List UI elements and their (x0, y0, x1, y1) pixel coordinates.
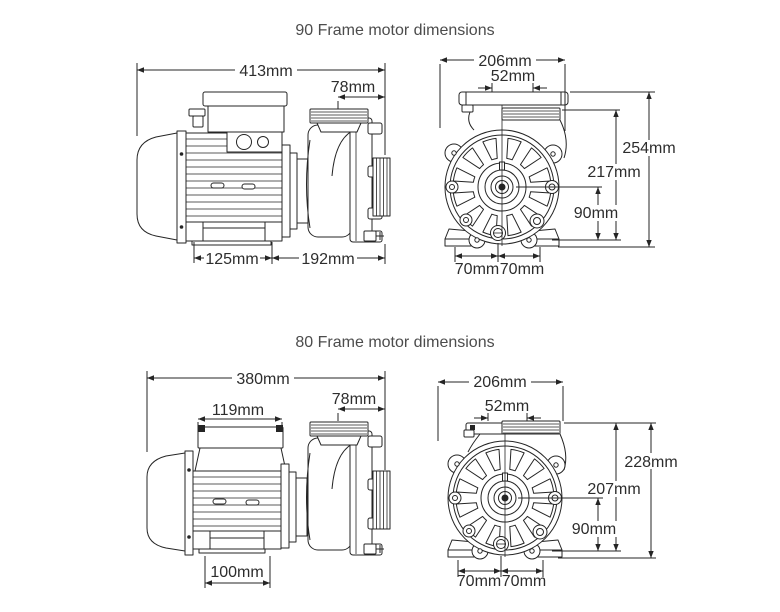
dim-union-width-90: 52mm (491, 68, 535, 85)
dim-pump-length-90: 192mm (301, 251, 354, 268)
dim-union-width-80: 52mm (485, 398, 529, 415)
label-mask (474, 52, 536, 67)
label-mask (569, 521, 619, 537)
dimension-labels: 90 Frame motor dimensions 413mm 78mm 125… (204, 22, 680, 590)
dim-port-height-80: 207mm (587, 481, 640, 498)
label-mask (232, 370, 294, 385)
dim-overall-width-90: 206mm (478, 53, 531, 70)
label-mask (235, 62, 297, 77)
label-mask (585, 481, 643, 497)
label-mask (585, 164, 643, 180)
dim-overall-length-80: 380mm (236, 371, 289, 388)
dim-foot-left-90: 70mm (455, 261, 499, 278)
dim-foot-left-80: 70mm (457, 573, 501, 590)
dim-overall-height-90: 254mm (622, 140, 675, 157)
dim-port-height-90: 217mm (587, 164, 640, 181)
label-mask (299, 250, 357, 265)
dim-port-offset-90: 78mm (331, 79, 375, 96)
dim-shaft-height-80: 90mm (572, 521, 616, 538)
dim-foot-length-80: 100mm (210, 564, 263, 581)
dim-port-offset-80: 78mm (332, 391, 376, 408)
label-mask (469, 374, 531, 389)
section-title-80: 80 Frame motor dimensions (295, 334, 494, 351)
drawing-90-frame (136, 57, 655, 264)
dim-terminal-box-width-80: 119mm (212, 402, 264, 419)
label-mask (620, 140, 678, 156)
label-mask (622, 453, 680, 469)
label-mask (571, 205, 621, 221)
dim-overall-height-80: 228mm (624, 454, 677, 471)
dim-foot-length-90: 125mm (205, 251, 258, 268)
dim-foot-right-90: 70mm (500, 261, 544, 278)
dim-shaft-height-90: 90mm (574, 205, 618, 222)
section-title-90: 90 Frame motor dimensions (295, 22, 494, 39)
drawing-80-frame (146, 371, 656, 588)
dim-foot-right-80: 70mm (502, 573, 546, 590)
dim-overall-width-80: 206mm (473, 374, 526, 391)
dim-overall-length-90: 413mm (239, 63, 292, 80)
label-mask (204, 250, 260, 265)
